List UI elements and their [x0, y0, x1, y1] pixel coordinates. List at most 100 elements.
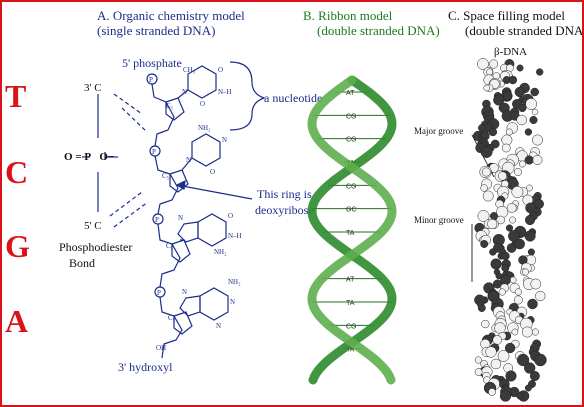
atom-sphere — [505, 370, 517, 382]
svg-text:N: N — [178, 214, 183, 222]
atom-sphere — [530, 278, 542, 290]
atom-sphere — [492, 335, 503, 345]
five-prime-c-label: 5' C — [84, 220, 102, 232]
base-pair-label: AT — [346, 277, 355, 284]
atom-sphere — [529, 371, 540, 381]
svg-text:N–H: N–H — [218, 88, 232, 96]
svg-text:C₅: C₅ — [168, 314, 176, 322]
atom-sphere — [514, 238, 525, 250]
svg-text:P: P — [152, 148, 156, 156]
atom-sphere — [505, 224, 514, 232]
atom-sphere — [516, 392, 524, 400]
svg-text:O: O — [210, 168, 215, 176]
three-prime-c-label: 3' C — [84, 82, 102, 94]
atom-sphere — [524, 384, 532, 392]
atom-sphere — [485, 346, 497, 358]
atom-sphere — [482, 190, 494, 202]
base-pair-label: TA — [346, 347, 355, 354]
atom-sphere — [474, 356, 482, 364]
atom-sphere — [514, 288, 522, 296]
atom-sphere — [532, 134, 543, 146]
ring-note-line-2: deoxyribose — [255, 203, 314, 217]
atom-sphere — [522, 268, 529, 276]
atom-sphere — [505, 128, 513, 136]
base-pair-label: TA — [346, 230, 355, 237]
svg-text:P: P — [149, 76, 153, 84]
panel-a-title: A. Organic chemistry model (single stran… — [97, 8, 245, 38]
atom-sphere — [492, 279, 502, 289]
phosphodiester-label-line-1: Phosphodiester — [59, 240, 133, 254]
svg-text:N: N — [186, 156, 191, 164]
svg-text:NH₂: NH₂ — [214, 248, 227, 256]
atom-sphere — [535, 290, 546, 302]
phosphodiester-label-line-2: Bond — [69, 256, 96, 270]
atom-sphere — [521, 326, 533, 338]
atom-sphere — [530, 87, 539, 97]
atom-sphere — [529, 115, 538, 125]
atom-sphere — [480, 184, 488, 192]
atom-sphere — [481, 167, 491, 177]
major-groove-label: Major groove — [414, 126, 464, 136]
helix-strand — [307, 75, 397, 385]
svg-text:C₅: C₅ — [166, 102, 174, 110]
atom-sphere — [516, 64, 524, 72]
atom-sphere — [491, 258, 502, 270]
atom-sphere — [524, 128, 533, 136]
atom-sphere — [493, 94, 505, 106]
atom-sphere — [526, 184, 533, 192]
atom-sphere — [480, 240, 489, 248]
atom-sphere — [477, 304, 486, 312]
atom-sphere — [525, 98, 538, 110]
svg-text:O: O — [200, 100, 205, 108]
atom-sphere — [497, 350, 510, 362]
atom-sphere — [494, 322, 506, 334]
five-phosphate-label: 5' phosphate — [122, 56, 182, 70]
svg-text:P: P — [155, 216, 159, 224]
base-pair-label: CG — [346, 137, 357, 144]
panel-b-title: B. Ribbon model (double stranded DNA) — [303, 8, 440, 38]
atom-sphere — [516, 114, 527, 126]
base-pair-label: AT — [346, 90, 355, 97]
atom-sphere — [527, 298, 538, 310]
nucleotide-label: a nucleotide — [264, 91, 323, 105]
three-hydroxyl-label: 3' hydroxyl — [118, 360, 173, 374]
phosphate-group: O = P O− — [64, 151, 115, 163]
atom-sphere — [501, 264, 510, 272]
base-letter-t: T — [5, 78, 27, 114]
panel-c-title: C. Space filling model (double stranded … — [448, 8, 584, 38]
atom-sphere — [487, 218, 498, 230]
svg-text:P: P — [157, 289, 161, 297]
base-pair-label: TA — [346, 300, 355, 307]
svg-text:O: O — [218, 66, 223, 74]
atom-sphere — [504, 342, 516, 354]
atom-sphere — [514, 86, 525, 98]
svg-text:O: O — [228, 212, 233, 220]
atom-sphere — [477, 58, 489, 70]
atom-sphere — [478, 123, 487, 133]
base-pair-label: CG — [346, 113, 357, 120]
atom-sphere — [534, 353, 547, 367]
atom-sphere — [499, 390, 512, 402]
svg-text:N: N — [222, 136, 227, 144]
atom-sphere — [490, 358, 502, 370]
atom-sphere — [531, 108, 539, 116]
atom-sphere — [506, 203, 517, 213]
helix-strand — [307, 75, 397, 385]
atom-sphere — [488, 388, 496, 396]
atom-sphere — [516, 353, 530, 367]
atom-sphere — [501, 134, 513, 146]
atom-sphere — [508, 75, 518, 85]
atom-sphere — [477, 210, 490, 222]
atom-sphere — [509, 276, 517, 284]
atom-sphere — [501, 143, 511, 153]
svg-text:N: N — [230, 298, 235, 306]
atom-sphere — [481, 319, 490, 329]
atom-sphere — [498, 288, 506, 296]
atom-sphere — [518, 160, 526, 168]
svg-text:CH₃: CH₃ — [183, 66, 196, 74]
svg-text:C₅: C₅ — [166, 242, 174, 250]
